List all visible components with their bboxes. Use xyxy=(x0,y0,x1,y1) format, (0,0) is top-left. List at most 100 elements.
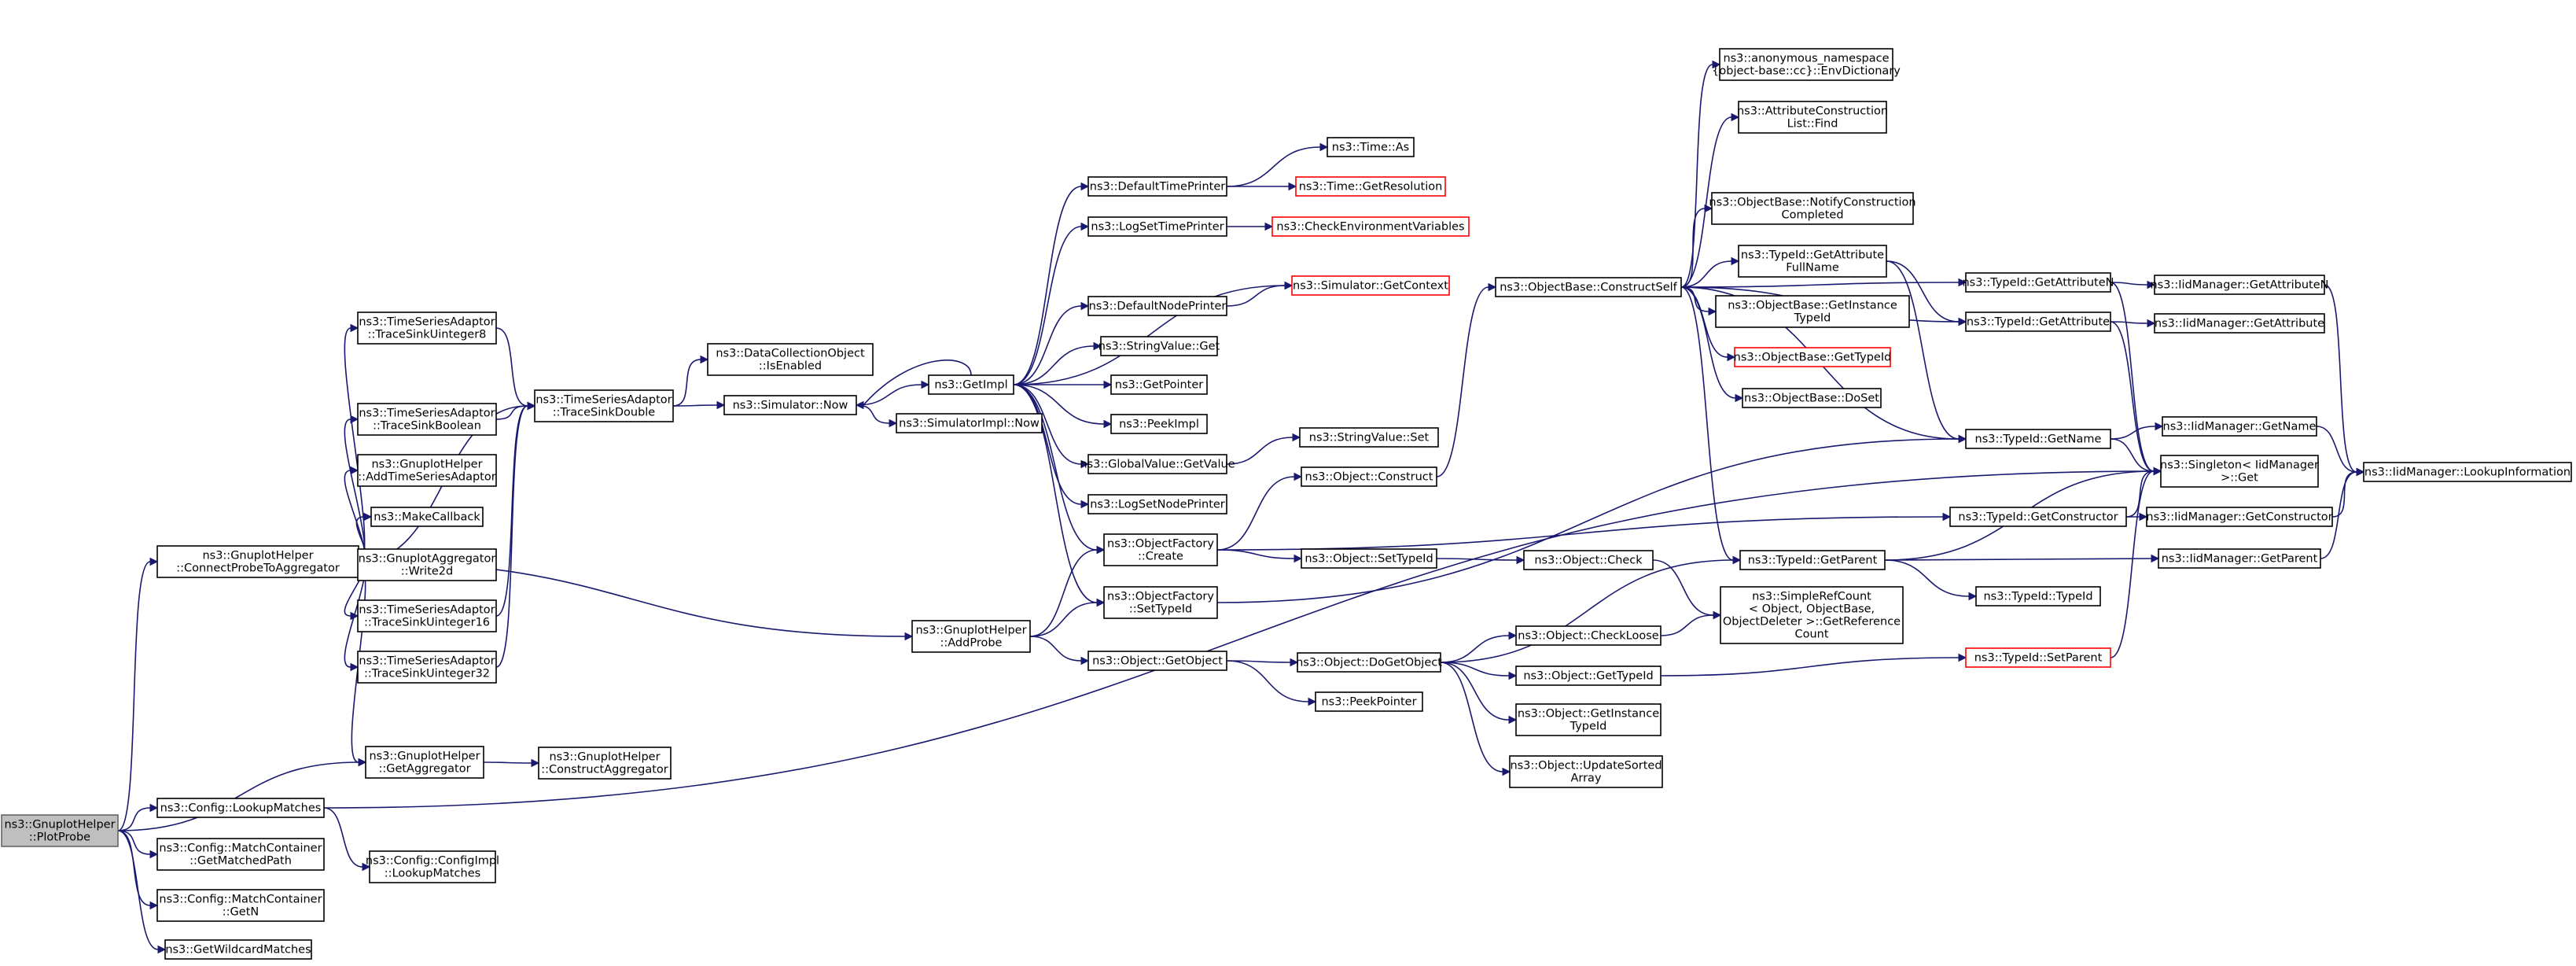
node-n1[interactable]: ns3::GnuplotHelper::ConnectProbeToAggreg… xyxy=(156,545,359,578)
node-n31[interactable]: ns3::ObjectFactory::SetTypeId xyxy=(1103,586,1218,619)
edge-line xyxy=(672,404,718,407)
node-n37[interactable]: ns3::StringValue::Set xyxy=(1299,427,1439,448)
node-n39[interactable]: ns3::Object::SetTypeId xyxy=(1301,548,1437,569)
node-label-line: ns3::Config::ConfigImpl xyxy=(366,855,499,868)
node-n14[interactable]: ns3::GnuplotHelper::ConstructAggregator xyxy=(538,747,672,780)
node-n69[interactable]: ns3::IidManager::LookupInformation xyxy=(2363,462,2572,482)
node-n3[interactable]: ns3::Config::MatchContainer::GetMatchedP… xyxy=(156,838,325,871)
node-n40[interactable]: ns3::Object::DoGetObject xyxy=(1296,652,1442,673)
node-n36[interactable]: ns3::Simulator::GetContext xyxy=(1291,275,1450,296)
node-n4[interactable]: ns3::Config::MatchContainer::GetN xyxy=(156,889,325,922)
node-n45[interactable]: ns3::Object::GetTypeId xyxy=(1515,666,1662,686)
node-n43[interactable]: ns3::Object::Check xyxy=(1523,550,1654,570)
node-n63[interactable]: ns3::IidManager::GetAttributeN xyxy=(2150,275,2329,295)
node-n17[interactable]: ns3::DataCollectionObject::IsEnabled xyxy=(707,343,874,376)
node-n12[interactable]: ns3::TimeSeriesAdaptor::TraceSinkUintege… xyxy=(357,599,497,632)
node-n29[interactable]: ns3::LogSetNodePrinter xyxy=(1087,494,1227,514)
node-n33[interactable]: ns3::Time::As xyxy=(1327,137,1415,157)
node-label-line: ns3::StringValue::Set xyxy=(1309,432,1430,444)
node-n38[interactable]: ns3::Object::Construct xyxy=(1301,466,1437,487)
node-label-line: ns3::LogSetTimePrinter xyxy=(1091,221,1224,234)
edge-line xyxy=(2316,426,2357,473)
edge-line xyxy=(1013,384,1082,505)
node-n53[interactable]: ns3::ObjectBase::GetTypeId xyxy=(1734,347,1892,367)
node-n9[interactable]: ns3::GnuplotHelper::AddTimeSeriesAdaptor xyxy=(357,454,497,487)
node-label-line: ::Write2d xyxy=(401,566,453,578)
node-n61[interactable]: ns3::TypeId::TypeId xyxy=(1975,586,2101,607)
edge-line xyxy=(1680,286,1709,312)
node-n20[interactable]: ns3::GetImpl xyxy=(928,374,1014,395)
node-n23[interactable]: ns3::LogSetTimePrinter xyxy=(1087,216,1227,237)
node-n32[interactable]: ns3::Object::GetObject xyxy=(1087,651,1227,671)
edge-n20-n27 xyxy=(1013,384,1113,429)
node-n35[interactable]: ns3::CheckEnvironmentVariables xyxy=(1271,216,1470,237)
node-n24[interactable]: ns3::DefaultNodePrinter xyxy=(1087,296,1227,316)
edge-n16-n17 xyxy=(672,355,709,407)
node-n54[interactable]: ns3::ObjectBase::DoSet xyxy=(1742,388,1882,408)
node-n41[interactable]: ns3::PeekPointer xyxy=(1315,691,1423,712)
node-box xyxy=(1734,347,1891,367)
node-n13[interactable]: ns3::TimeSeriesAdaptor::TraceSinkUintege… xyxy=(357,651,497,684)
node-label-line: ns3::ObjectBase::ConstructSelf xyxy=(1500,282,1677,294)
node-n10[interactable]: ns3::MakeCallback xyxy=(370,507,484,527)
node-n62[interactable]: ns3::TypeId::SetParent xyxy=(1965,647,2111,668)
node-n57[interactable]: ns3::TypeId::GetAttributeN xyxy=(1962,272,2114,293)
node-n28[interactable]: ns3::GlobalValue::GetValue xyxy=(1080,454,1235,474)
edge-n40-n44 xyxy=(1440,631,1518,663)
node-n50[interactable]: ns3::ObjectBase::NotifyConstructionCompl… xyxy=(1709,192,1916,225)
edge-line xyxy=(1660,657,1960,677)
node-n11[interactable]: ns3::GnuplotAggregator::Write2d xyxy=(357,548,497,581)
node-box xyxy=(1110,414,1208,434)
edge-line xyxy=(483,761,532,764)
node-label-line: ns3::Simulator::GetContext xyxy=(1293,280,1448,293)
node-n68[interactable]: ns3::IidManager::GetParent xyxy=(2158,548,2321,569)
node-n16[interactable]: ns3::TimeSeriesAdaptor::TraceSinkDouble xyxy=(534,389,674,422)
node-n44[interactable]: ns3::Object::CheckLoose xyxy=(1515,625,1662,646)
node-n55[interactable]: ns3::TypeId::GetParent xyxy=(1739,550,1886,570)
node-n27[interactable]: ns3::PeekImpl xyxy=(1110,414,1208,434)
node-n60[interactable]: ns3::TypeId::GetConstructor xyxy=(1949,507,2127,527)
node-n59[interactable]: ns3::TypeId::GetName xyxy=(1965,429,2111,449)
node-n18[interactable]: ns3::Simulator::Now xyxy=(723,395,857,415)
node-n0[interactable]: ns3::GnuplotHelper::PlotProbe xyxy=(1,814,119,847)
node-n5[interactable]: ns3::GetWildcardMatches xyxy=(164,939,312,960)
node-n15[interactable]: ns3::Config::ConfigImpl::LookupMatches xyxy=(366,850,499,883)
node-n65[interactable]: ns3::IidManager::GetName xyxy=(2162,416,2317,437)
node-n19[interactable]: ns3::GnuplotHelper::AddProbe xyxy=(911,620,1031,653)
node-n25[interactable]: ns3::StringValue::Get xyxy=(1098,336,1220,356)
node-box xyxy=(2146,507,2333,527)
node-label-line: ns3::Singleton< IidManager xyxy=(2160,459,2319,472)
edge-arrowhead xyxy=(1080,459,1090,469)
node-n22[interactable]: ns3::DefaultTimePrinter xyxy=(1087,176,1227,197)
node-n7[interactable]: ns3::TimeSeriesAdaptor::TraceSinkUintege… xyxy=(357,312,497,345)
node-label-line: TypeId xyxy=(1570,721,1607,733)
node-n48[interactable]: ns3::anonymous_namespace{object-base::cc… xyxy=(1712,48,1901,81)
node-n30[interactable]: ns3::ObjectFactory::Create xyxy=(1103,533,1218,566)
node-n64[interactable]: ns3::IidManager::GetAttribute xyxy=(2154,313,2325,334)
node-n6[interactable]: ns3::GnuplotHelper::GetAggregator xyxy=(365,746,484,779)
node-n21[interactable]: ns3::SimulatorImpl::Now xyxy=(896,413,1043,433)
edge-arrowhead xyxy=(1735,393,1744,403)
node-label-line: ns3::GnuplotHelper xyxy=(371,459,482,471)
node-n58[interactable]: ns3::TypeId::GetAttribute xyxy=(1965,312,2111,332)
node-n2[interactable]: ns3::Config::LookupMatches xyxy=(156,798,325,818)
node-n26[interactable]: ns3::GetPointer xyxy=(1110,374,1208,395)
node-n56[interactable]: ns3::SimpleRefCount< Object, ObjectBase,… xyxy=(1720,586,1904,644)
edge-line xyxy=(1680,286,1736,399)
edge-line xyxy=(2125,470,2155,518)
node-n67[interactable]: ns3::IidManager::GetConstructor xyxy=(2146,507,2333,527)
edge-line xyxy=(323,470,2155,809)
node-n34[interactable]: ns3::Time::GetResolution xyxy=(1295,176,1446,197)
node-label-line: ns3::ObjectFactory xyxy=(1107,591,1214,603)
node-label-line: ns3::PeekImpl xyxy=(1119,418,1199,431)
node-n66[interactable]: ns3::Singleton< IidManager>::Get xyxy=(2160,455,2319,488)
edge-arrowhead xyxy=(350,662,359,672)
node-n42[interactable]: ns3::ObjectBase::ConstructSelf xyxy=(1495,277,1682,297)
node-n8[interactable]: ns3::TimeSeriesAdaptor::TraceSinkBoolean xyxy=(357,403,497,436)
node-label-line: ns3::GnuplotAggregator xyxy=(359,553,496,566)
